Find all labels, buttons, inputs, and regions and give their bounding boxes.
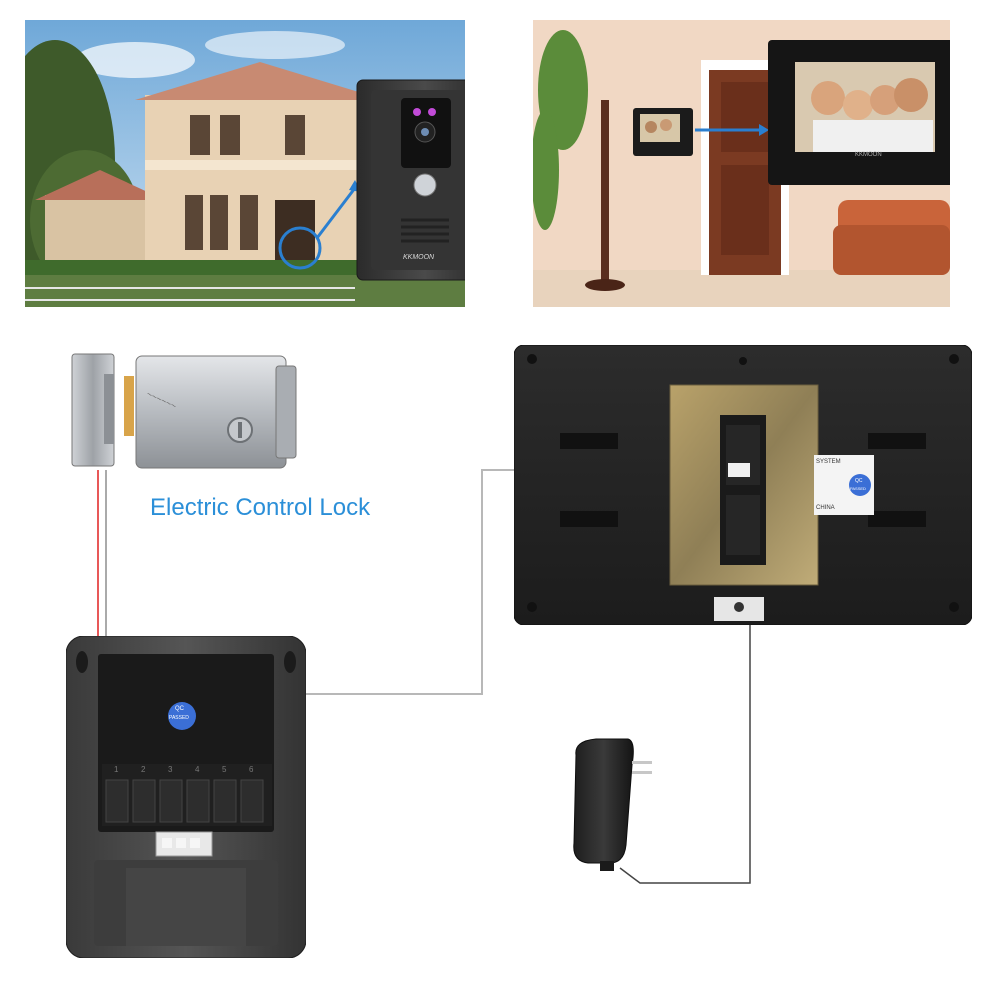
camera-brand-label: KKMOON: [403, 254, 435, 261]
terminal-number-3: 3: [168, 765, 173, 774]
house-photo: KKMOON: [25, 20, 465, 307]
power-adapter: [566, 735, 656, 875]
terminal-number-1: 1: [114, 765, 119, 774]
electric-lock: ~~~~~~: [66, 352, 306, 477]
zoom-circle-icon: [278, 226, 322, 270]
monitor-qc-bottom: PASSED: [850, 486, 866, 491]
terminal-number-5: 5: [222, 765, 227, 774]
qc-label-top: QC: [175, 706, 184, 712]
outdoor-unit-back: QC PASSED 1 2 3 4 5 6: [66, 636, 306, 958]
room-photo: KKMOON: [533, 20, 950, 307]
monitor-qc-top: QC: [855, 478, 863, 484]
terminal-number-4: 4: [195, 765, 200, 774]
monitor-connector: [728, 463, 750, 477]
lock-caption: Electric Control Lock: [150, 494, 371, 521]
indoor-monitor-back: SYSTEM CHINA QC PASSED: [514, 345, 972, 625]
power-plug-icon: [632, 761, 652, 764]
terminal-number-6: 6: [249, 765, 254, 774]
power-wire: [619, 612, 751, 884]
monitor-sticker-line2: CHINA: [816, 505, 835, 511]
qc-label-bottom: PASSED: [169, 715, 189, 721]
monitor-sticker-line1: SYSTEM: [816, 459, 841, 465]
qc-sticker: [168, 702, 196, 730]
terminal-number-2: 2: [141, 765, 146, 774]
monitor-brand-label: KKMOON: [855, 152, 882, 158]
